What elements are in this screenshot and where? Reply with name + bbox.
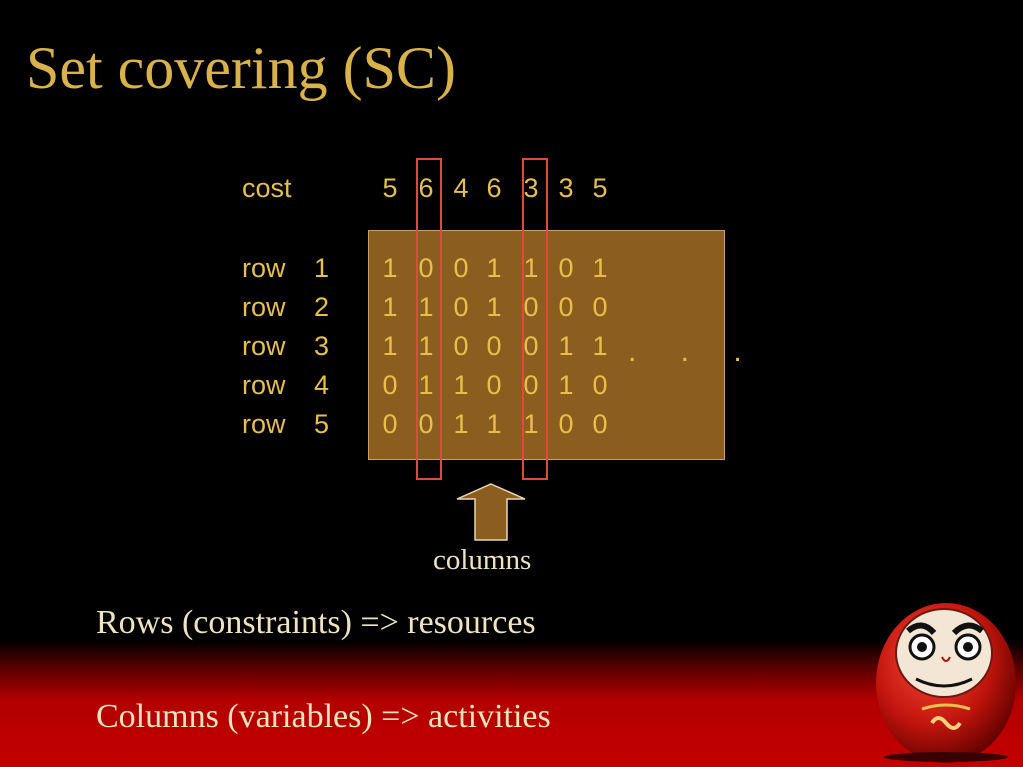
matrix-cell: 1 <box>486 253 502 283</box>
up-arrow-icon <box>456 483 526 541</box>
matrix-cell: 1 <box>382 253 398 283</box>
ellipsis: . . . <box>628 335 760 368</box>
daruma-doll-icon <box>876 603 1016 763</box>
matrix-cell: 1 <box>486 292 502 322</box>
row-label: row <box>242 292 286 322</box>
matrix-cell: 1 <box>592 331 608 361</box>
matrix-cell: 0 <box>453 292 469 322</box>
matrix-cell: 0 <box>592 370 608 400</box>
matrix-cell: 1 <box>523 409 539 439</box>
row-number: 1 <box>314 253 330 283</box>
row-label: row <box>242 253 286 283</box>
matrix-cell: 1 <box>558 370 574 400</box>
cost-value: 6 <box>486 173 502 203</box>
matrix-cell: 1 <box>558 331 574 361</box>
matrix-cell: 1 <box>592 253 608 283</box>
matrix-cell: 0 <box>558 409 574 439</box>
highlight-column-5 <box>522 158 548 480</box>
cost-value: 4 <box>453 173 469 203</box>
matrix-cell: 1 <box>453 370 469 400</box>
matrix-cell: 0 <box>523 292 539 322</box>
matrix-cell: 0 <box>486 331 502 361</box>
matrix-cell: 1 <box>382 292 398 322</box>
cost-value: 3 <box>523 173 539 203</box>
row-label: row <box>242 370 286 400</box>
matrix-cell: 0 <box>558 253 574 283</box>
matrix-cell: 0 <box>592 292 608 322</box>
matrix-cell: 0 <box>418 253 434 283</box>
matrix-cell: 0 <box>592 409 608 439</box>
cost-label: cost <box>242 173 292 203</box>
matrix-cell: 0 <box>382 409 398 439</box>
matrix-cell: 1 <box>382 331 398 361</box>
columns-label: columns <box>433 544 532 576</box>
matrix-cell: 1 <box>418 331 434 361</box>
row-number: 3 <box>314 331 330 361</box>
matrix-cell: 0 <box>453 253 469 283</box>
cost-value: 3 <box>558 173 574 203</box>
columns-explanation: Columns (variables) => activities <box>96 698 551 735</box>
row-number: 2 <box>314 292 330 322</box>
row-label: row <box>242 331 286 361</box>
matrix-cell: 1 <box>418 370 434 400</box>
slide-title: Set covering (SC) <box>26 35 456 101</box>
highlight-column-2 <box>416 158 442 480</box>
cost-value: 6 <box>418 173 434 203</box>
matrix-cell: 0 <box>418 409 434 439</box>
matrix-cell: 0 <box>486 370 502 400</box>
matrix-cell: 0 <box>558 292 574 322</box>
row-label: row <box>242 409 286 439</box>
cost-value: 5 <box>592 173 608 203</box>
row-number: 4 <box>314 370 330 400</box>
cost-value: 5 <box>382 173 398 203</box>
matrix-cell: 1 <box>486 409 502 439</box>
matrix-cell: 0 <box>453 331 469 361</box>
matrix-cell: 0 <box>523 331 539 361</box>
matrix-cell: 1 <box>453 409 469 439</box>
matrix-cell: 0 <box>523 370 539 400</box>
row-number: 5 <box>314 409 330 439</box>
matrix-cell: 1 <box>418 292 434 322</box>
matrix-cell: 1 <box>523 253 539 283</box>
matrix-cell: 0 <box>382 370 398 400</box>
rows-explanation: Rows (constraints) => resources <box>96 604 536 641</box>
